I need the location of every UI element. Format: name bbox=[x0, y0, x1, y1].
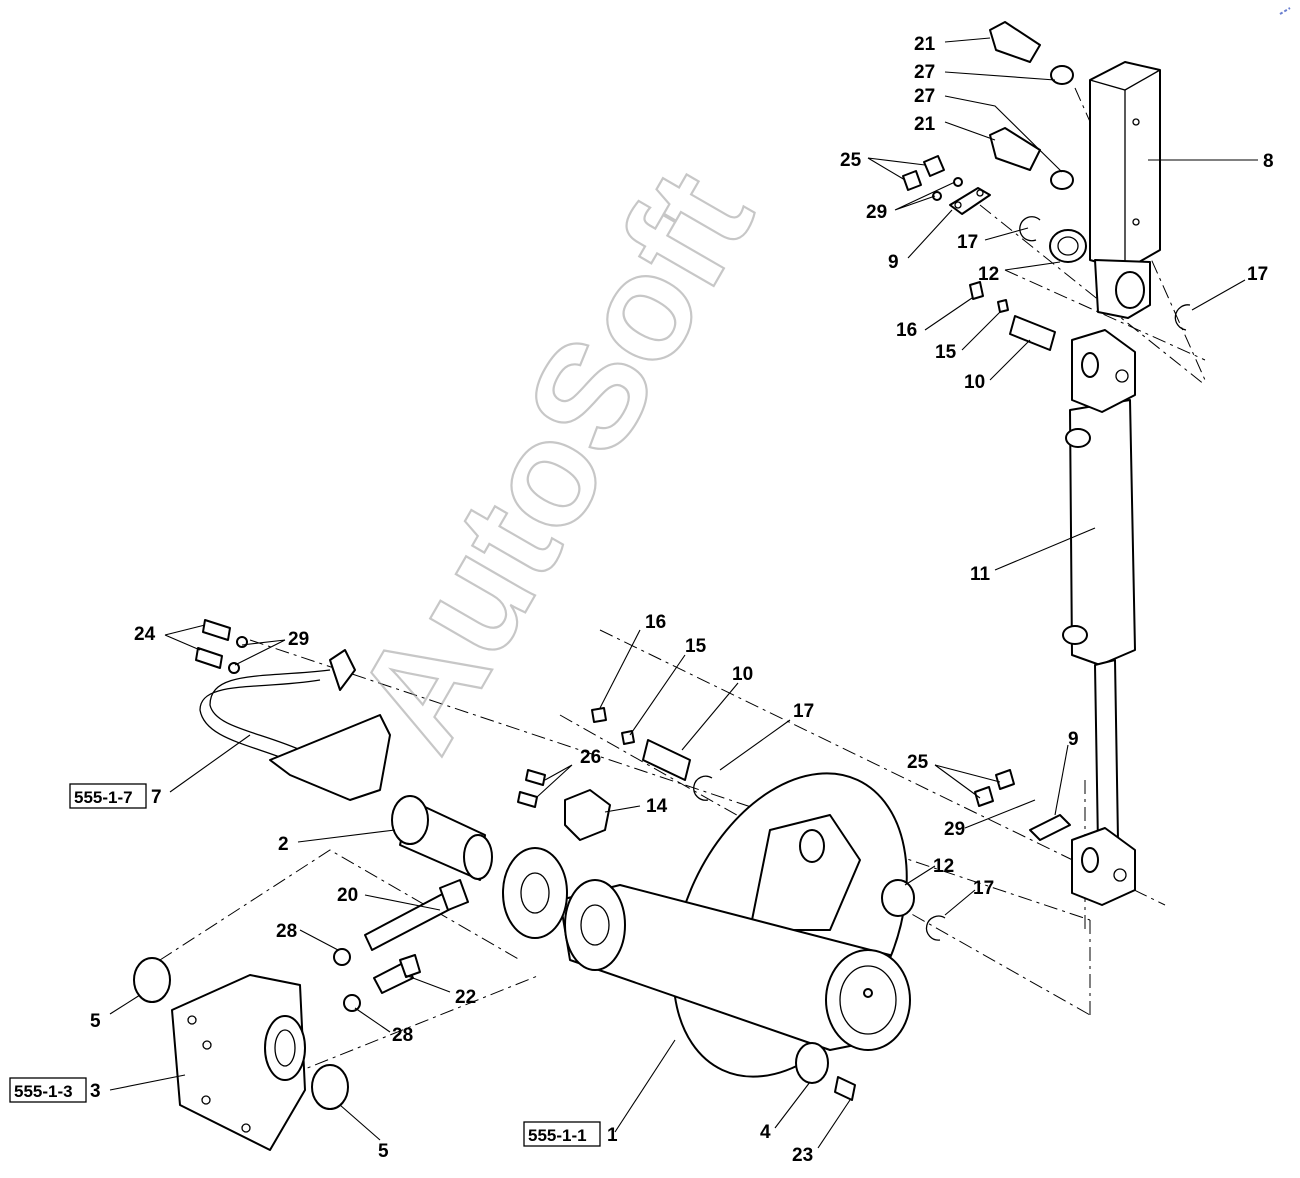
rings-5 bbox=[133, 957, 349, 1110]
part-7-pipe-assembly bbox=[195, 619, 391, 801]
callout-10: 10 bbox=[964, 372, 985, 393]
callout-numbers: 21 27 27 21 25 29 9 17 12 8 17 16 15 10 … bbox=[90, 34, 1274, 1166]
ref-label-555-1-1: 555-1-1 bbox=[528, 1126, 587, 1145]
corner-mark bbox=[1279, 7, 1291, 15]
reference-boxes: 555-1-7 555-1-3 555-1-1 bbox=[9, 783, 601, 1147]
part-1-arm-assembly bbox=[502, 772, 911, 1078]
part-4-washer-23-bolt bbox=[795, 1042, 856, 1101]
callout-15: 15 bbox=[935, 342, 957, 363]
callout-14: 14 bbox=[646, 796, 668, 817]
leader-lines bbox=[109, 37, 1258, 1149]
part-2-bushing bbox=[391, 795, 493, 881]
middle-pin-group bbox=[517, 707, 713, 841]
callout-5: 5 bbox=[378, 1141, 389, 1162]
callout-26: 26 bbox=[580, 747, 601, 768]
callout-9: 9 bbox=[1068, 729, 1079, 750]
callout-1: 1 bbox=[607, 1125, 618, 1146]
ref-label-555-1-3: 555-1-3 bbox=[14, 1082, 73, 1101]
callout-11: 11 bbox=[970, 564, 991, 585]
callout-17: 17 bbox=[957, 232, 978, 253]
callout-12: 12 bbox=[978, 264, 999, 285]
callout-4: 4 bbox=[760, 1122, 771, 1143]
callout-3: 3 bbox=[90, 1081, 101, 1102]
ref-label-555-1-7: 555-1-7 bbox=[74, 788, 133, 807]
callout-8: 8 bbox=[1263, 151, 1274, 172]
upper-pin-group bbox=[969, 216, 1191, 351]
callout-17: 17 bbox=[973, 878, 994, 899]
callout-29: 29 bbox=[288, 629, 309, 650]
callout-12: 12 bbox=[933, 856, 954, 877]
callout-5: 5 bbox=[90, 1011, 101, 1032]
callout-20: 20 bbox=[337, 885, 358, 906]
callout-27: 27 bbox=[914, 86, 935, 107]
callout-28: 28 bbox=[392, 1025, 413, 1046]
ref-box-555-1-1[interactable] bbox=[523, 1121, 601, 1147]
watermark: AutoSoft bbox=[322, 144, 784, 776]
callout-17: 17 bbox=[1247, 264, 1268, 285]
ref-box-555-1-3[interactable] bbox=[9, 1077, 87, 1103]
callout-16: 16 bbox=[645, 612, 666, 633]
callout-7: 7 bbox=[151, 787, 162, 808]
part-3-housing bbox=[171, 974, 306, 1151]
callout-22: 22 bbox=[455, 987, 476, 1008]
callout-21: 21 bbox=[914, 114, 936, 135]
bolts-20-22-washers-28 bbox=[333, 879, 469, 1012]
callout-27: 27 bbox=[914, 62, 935, 83]
lower-fastener-group bbox=[881, 769, 1071, 941]
callout-25: 25 bbox=[840, 150, 862, 171]
callout-2: 2 bbox=[278, 834, 289, 855]
callout-15: 15 bbox=[685, 636, 707, 657]
callout-23: 23 bbox=[792, 1145, 813, 1166]
ref-box-555-1-7[interactable] bbox=[69, 783, 147, 809]
callout-9: 9 bbox=[888, 252, 899, 273]
callout-10: 10 bbox=[732, 664, 753, 685]
callout-29: 29 bbox=[944, 819, 965, 840]
callout-17: 17 bbox=[793, 701, 814, 722]
callout-25: 25 bbox=[907, 752, 929, 773]
callout-29: 29 bbox=[866, 202, 887, 223]
callout-24: 24 bbox=[134, 624, 156, 645]
callout-28: 28 bbox=[276, 921, 297, 942]
callout-21: 21 bbox=[914, 34, 936, 55]
part-11-hydraulic-cylinder bbox=[1062, 329, 1136, 906]
callout-16: 16 bbox=[896, 320, 917, 341]
part-8-upper-bracket bbox=[1089, 61, 1161, 319]
